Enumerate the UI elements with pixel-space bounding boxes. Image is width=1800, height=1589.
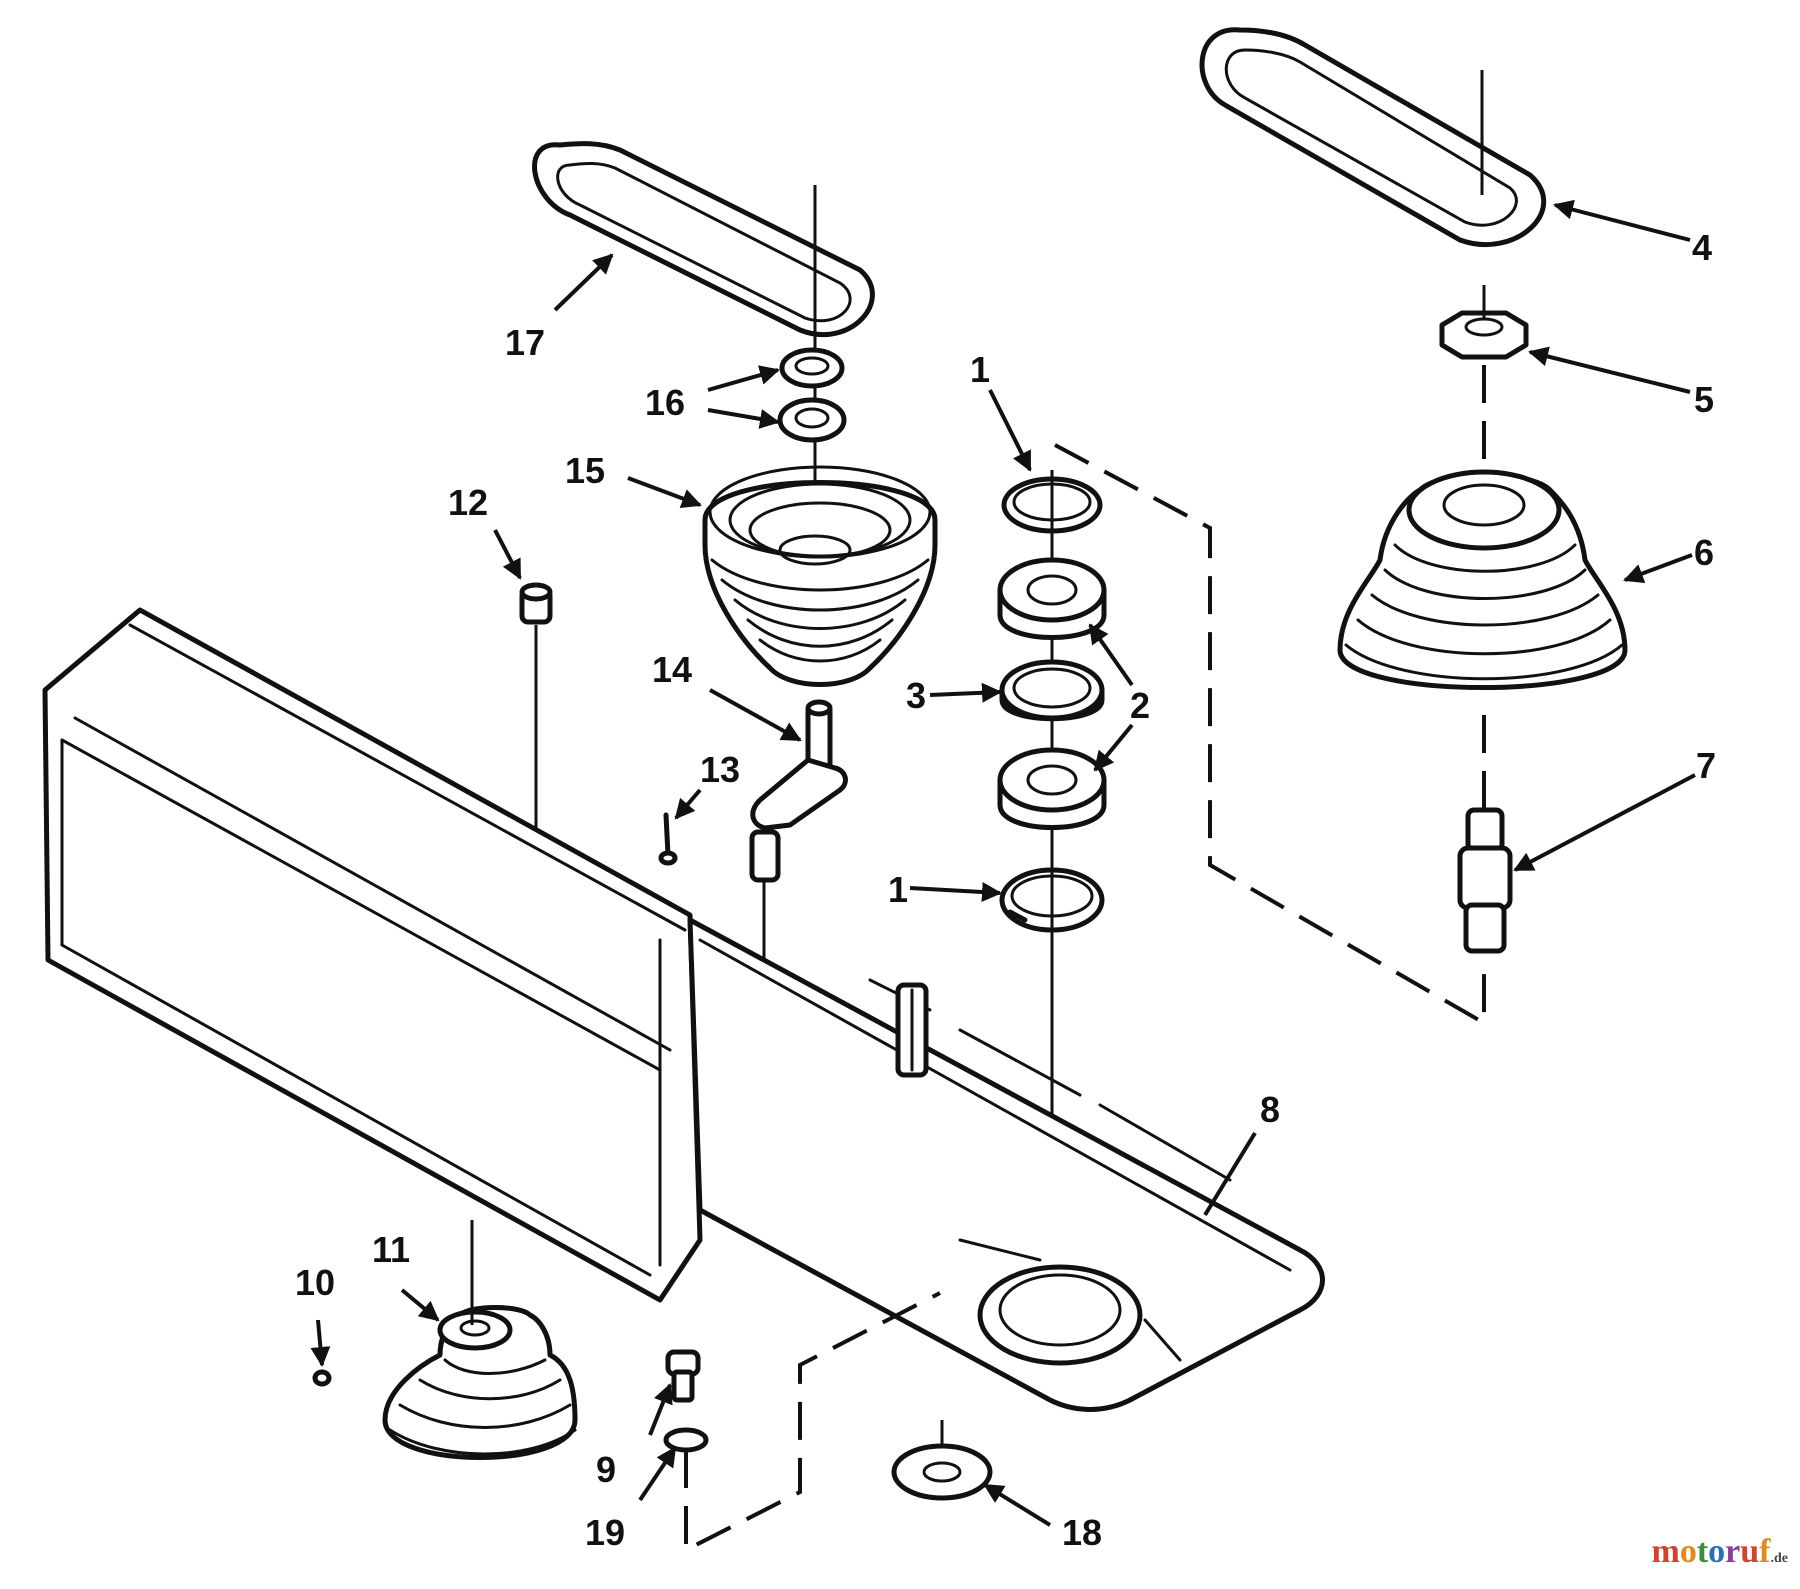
label-16: 16 bbox=[645, 382, 685, 423]
watermark-letter: r bbox=[1725, 1533, 1741, 1570]
watermark-letter: o bbox=[1679, 1533, 1697, 1570]
nut-5 bbox=[1439, 310, 1529, 360]
label-7: 7 bbox=[1696, 745, 1716, 786]
label-10: 10 bbox=[295, 1262, 335, 1303]
watermark-letter: o bbox=[1708, 1533, 1726, 1570]
watermark-logo: motoruf.de bbox=[1652, 1533, 1789, 1571]
washer-18 bbox=[891, 1443, 993, 1501]
watermark-suffix: .de bbox=[1770, 1551, 1789, 1566]
pulley-6 bbox=[1337, 469, 1628, 690]
watermark-text: motoruf bbox=[1652, 1533, 1771, 1570]
pin-10 bbox=[312, 1369, 332, 1387]
watermark-letter: m bbox=[1651, 1533, 1680, 1570]
watermark-letter: t bbox=[1696, 1533, 1709, 1570]
pulley-15 bbox=[702, 465, 938, 687]
label-19: 19 bbox=[585, 1512, 625, 1553]
label-6: 6 bbox=[1694, 532, 1714, 573]
dashed-bracket bbox=[1054, 443, 1486, 1027]
label-4: 4 bbox=[1692, 227, 1712, 268]
spacer-3 bbox=[999, 659, 1105, 722]
belt-17 bbox=[532, 141, 875, 338]
label-1-bottom: 1 bbox=[888, 869, 908, 910]
screw-13 bbox=[658, 812, 678, 866]
label-18: 18 bbox=[1062, 1512, 1102, 1553]
label-9: 9 bbox=[596, 1449, 616, 1490]
snap-ring-1-top bbox=[1001, 476, 1103, 534]
bearing-2-bottom bbox=[997, 747, 1107, 830]
shaft-arm-14 bbox=[749, 699, 848, 883]
snap-ring-1-bottom bbox=[999, 867, 1105, 933]
label-15: 15 bbox=[565, 450, 605, 491]
watermark-letter: f bbox=[1759, 1533, 1771, 1570]
belt-4 bbox=[1199, 27, 1547, 248]
screw-12 bbox=[519, 582, 553, 625]
label-11: 11 bbox=[372, 1229, 410, 1270]
label-5: 5 bbox=[1694, 379, 1714, 420]
part-labels: 17 16 15 12 14 13 1 3 2 1 4 5 6 7 8 11 1… bbox=[295, 227, 1716, 1553]
label-14: 14 bbox=[652, 649, 692, 690]
label-1-top: 1 bbox=[970, 349, 990, 390]
bolt-9 bbox=[665, 1349, 701, 1403]
leader-lines bbox=[310, 199, 1696, 1527]
washer-19 bbox=[663, 1427, 709, 1453]
watermark-letter: u bbox=[1740, 1533, 1760, 1570]
label-12: 12 bbox=[448, 482, 488, 523]
label-17: 17 bbox=[505, 322, 545, 363]
bearing-2-top bbox=[997, 557, 1107, 640]
shaft-7 bbox=[1457, 807, 1513, 954]
label-8: 8 bbox=[1260, 1089, 1280, 1130]
label-3: 3 bbox=[906, 675, 926, 716]
axis-9-19 bbox=[684, 1291, 941, 1554]
bearings-16 bbox=[777, 347, 847, 443]
label-13: 13 bbox=[700, 749, 740, 790]
pulley-11 bbox=[382, 1305, 578, 1460]
label-2: 2 bbox=[1130, 685, 1150, 726]
housing-8 bbox=[42, 607, 1325, 1412]
